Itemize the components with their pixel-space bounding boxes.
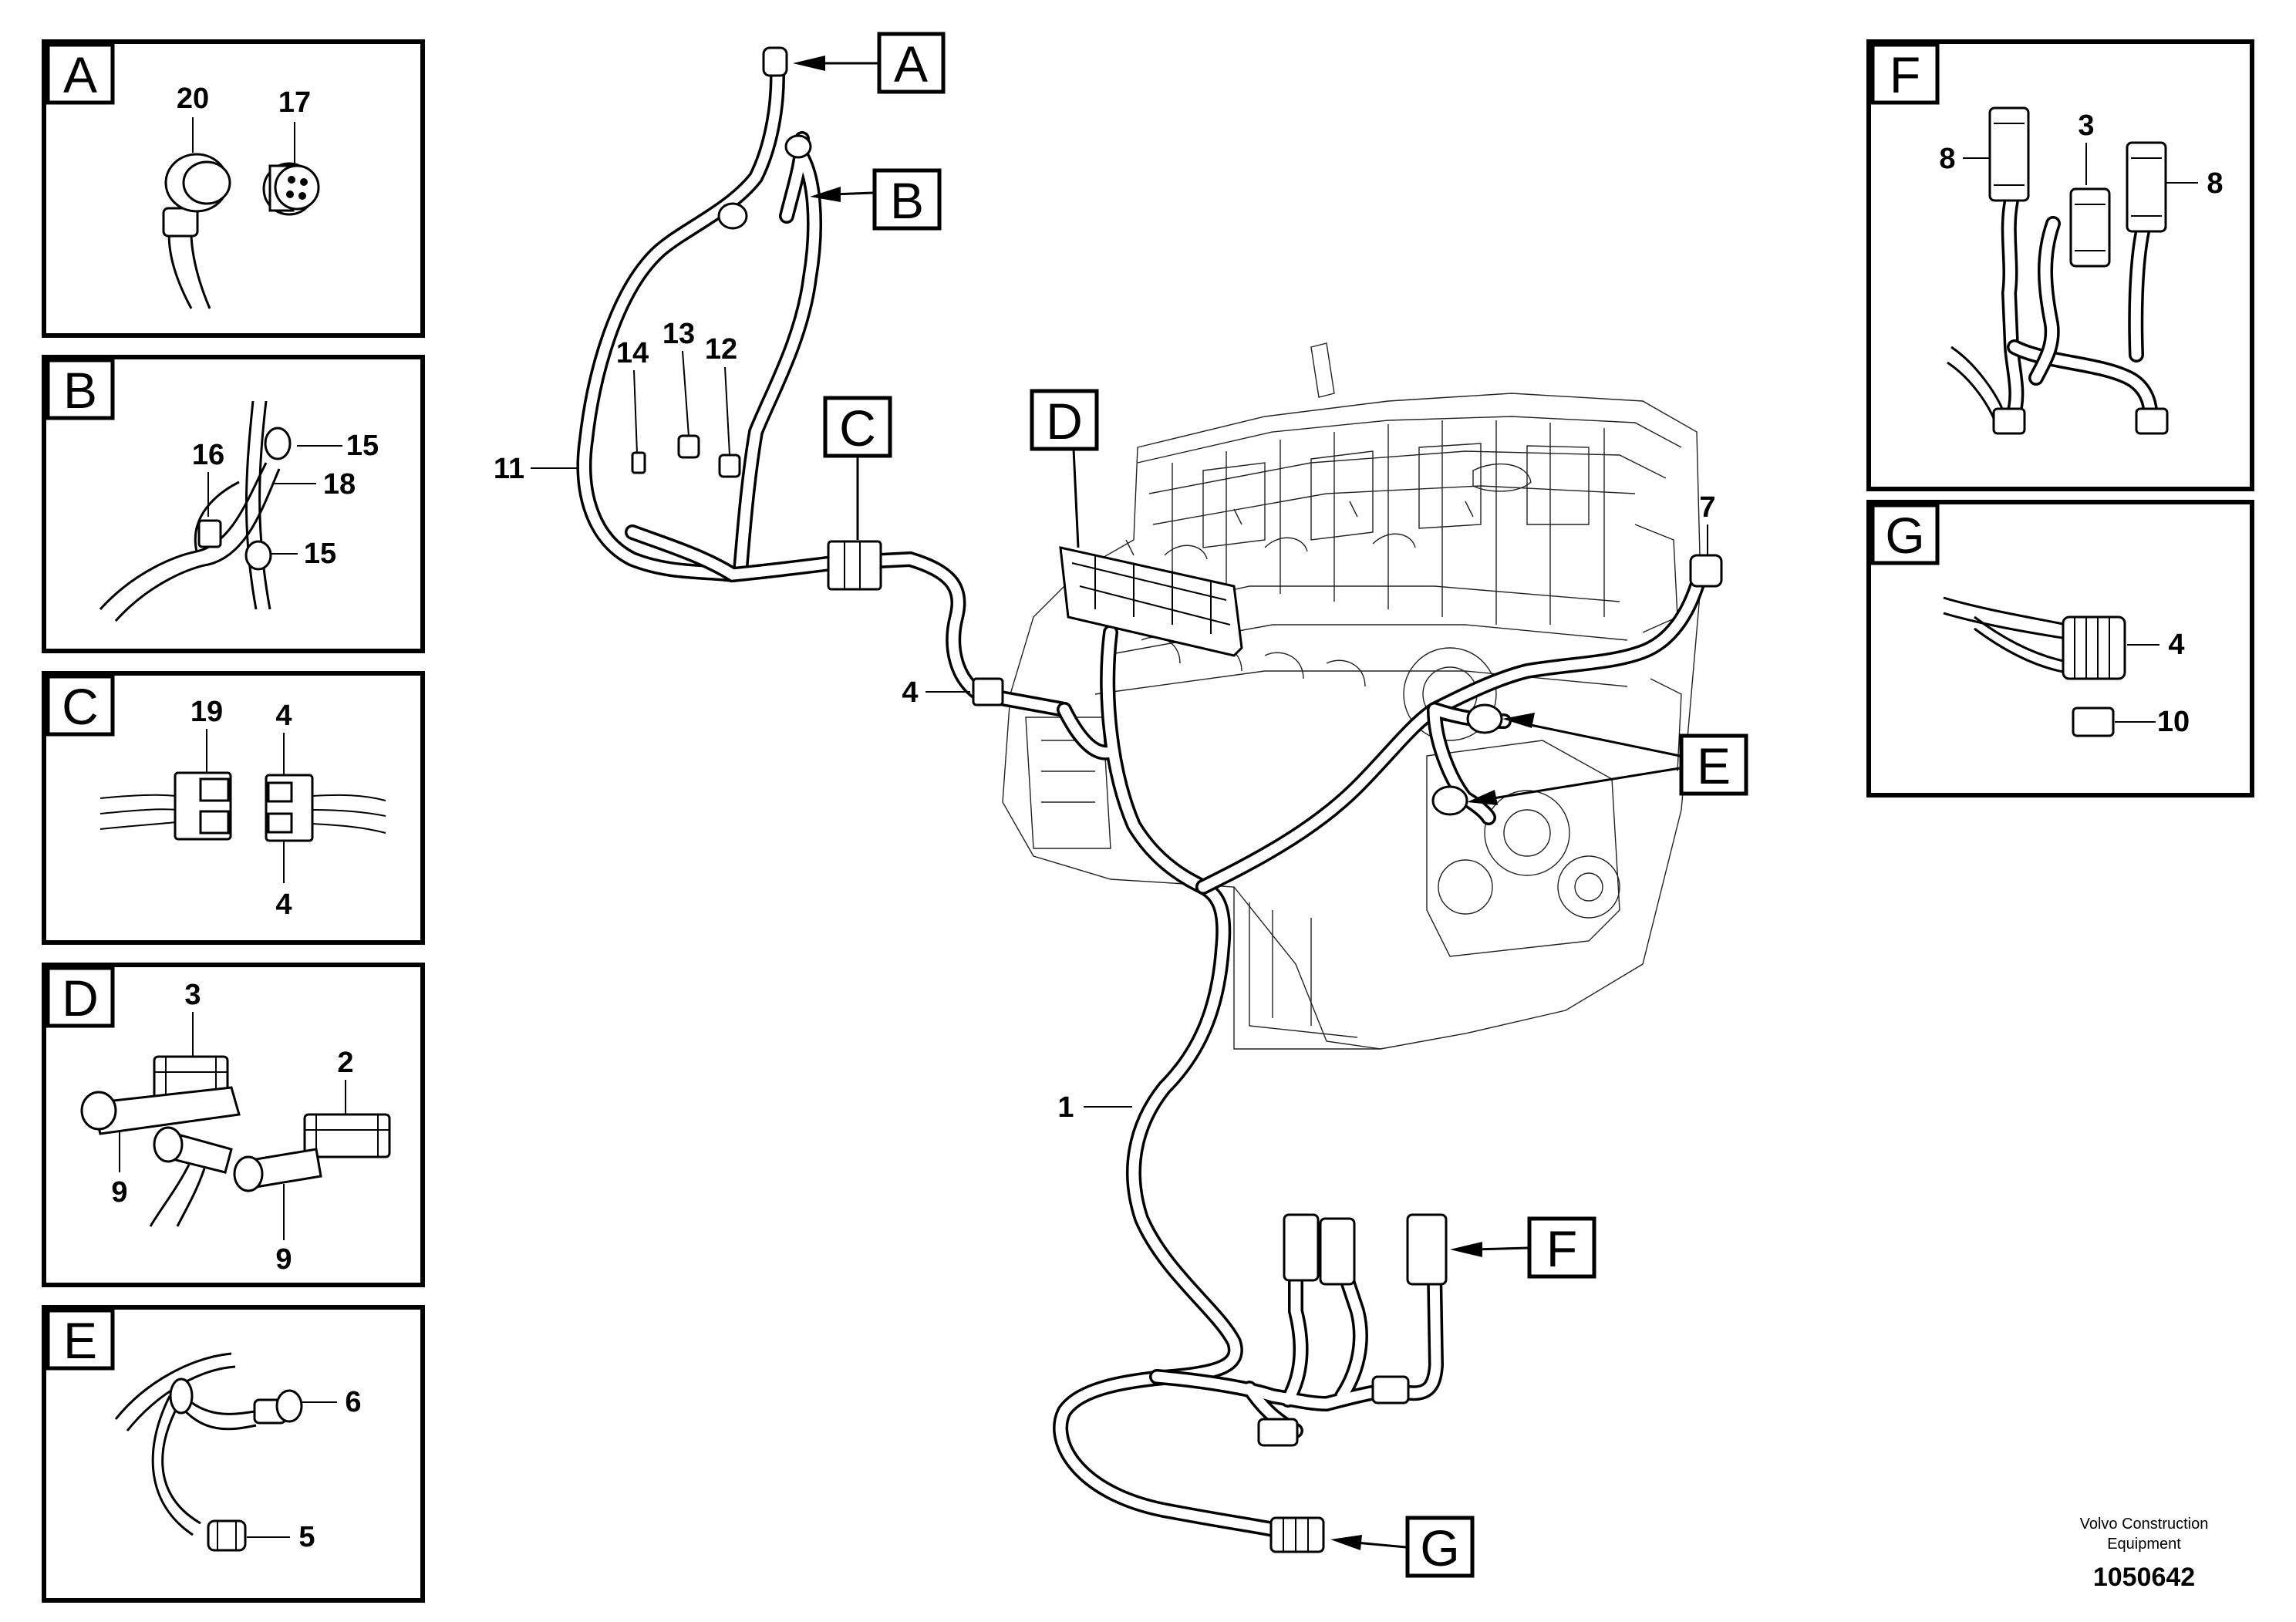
main-tags: A B C D E F G 14 13 [494,32,1748,1578]
callout-17: 17 [278,86,311,119]
main-callout-4: 4 [902,676,918,709]
connector-20-17-illustration [162,153,320,309]
callout-2: 2 [337,1047,353,1079]
main-callout-11: 11 [494,453,524,485]
tag-d-box [1030,389,1099,451]
tag-g: G [1420,1519,1459,1576]
main-callout-13: 13 [663,318,695,350]
tag-c: C [839,400,876,457]
sensor-6-5-illustration [114,1352,303,1552]
callout-8-left: 8 [1939,143,1955,175]
connector-4-10-illustration [1943,596,2126,737]
tag-e: E [1697,737,1731,794]
panel-a-tag: A [63,46,97,103]
panel-f-tag: F [1890,46,1920,103]
footer-company-line2: Equipment [2107,1536,2181,1553]
callout-3: 3 [184,979,201,1011]
main-harness [576,46,1723,1553]
connector-g-main [1269,1516,1325,1553]
callout-8-right: 8 [2207,167,2223,200]
main-callout-14: 14 [616,337,649,369]
detail-panel-a: A 20 17 [42,39,425,338]
connector-19-4-illustration [99,771,386,842]
footer-drawing-number: 1050642 [2093,1563,2195,1592]
callout-4-g: 4 [2168,629,2184,661]
tag-f: F [1546,1220,1577,1277]
panel-b-tag: B [63,362,97,419]
tag-f-box [1527,1216,1596,1279]
callout-10: 10 [2157,706,2190,738]
tag-d: D [1046,393,1083,450]
callout-20: 20 [177,83,209,115]
callout-4-top: 4 [275,700,292,732]
callout-4-bottom: 4 [275,889,292,921]
callout-5: 5 [298,1521,315,1553]
detail-panel-b: B 16 15 18 15 [42,355,425,653]
callout-9-right: 9 [275,1243,292,1276]
detail-panel-f: F 8 3 8 [1866,39,2254,491]
tag-a: A [894,35,928,93]
connector-c-main [827,540,882,591]
detail-panel-e: E 6 5 [42,1305,425,1603]
panel-g-tag: G [1885,507,1924,564]
callout-15-bottom: 15 [304,538,336,570]
tag-a-box [877,32,946,94]
main-callout-12: 12 [705,333,737,366]
tag-b: B [890,172,924,229]
callout-6: 6 [345,1386,361,1418]
main-callout-7: 7 [1699,491,1715,524]
main-callout-1: 1 [1057,1091,1074,1124]
callout-18: 18 [323,468,356,501]
tag-c-box [823,396,892,458]
tag-g-box [1405,1516,1475,1578]
detail-panel-g: G 4 10 [1866,500,2254,798]
panel-e-tag: E [63,1312,97,1369]
connector-8-3-illustration [1947,106,2169,435]
footer: Volvo Construction Equipment 1050642 [2080,1516,2209,1592]
detail-panel-c: C 19 4 4 [42,671,425,945]
callout-15-top: 15 [346,430,379,462]
panel-c-tag: C [62,678,99,735]
callout-3-f: 3 [2078,110,2094,142]
tag-e-box [1679,733,1748,796]
callout-16: 16 [192,439,224,471]
callout-19: 19 [190,696,223,728]
detail-panel-d: D 3 2 9 9 [42,963,425,1287]
ecu-connector-illustration [80,1055,391,1227]
clip-15-18-illustration [99,400,292,622]
panel-d-tag: D [62,969,99,1027]
connector-a-main [762,46,788,77]
callout-9-left: 9 [111,1176,127,1209]
tag-b-box [872,168,942,231]
ecu-connector-main [1059,546,1243,657]
footer-company-line1: Volvo Construction [2080,1516,2209,1533]
